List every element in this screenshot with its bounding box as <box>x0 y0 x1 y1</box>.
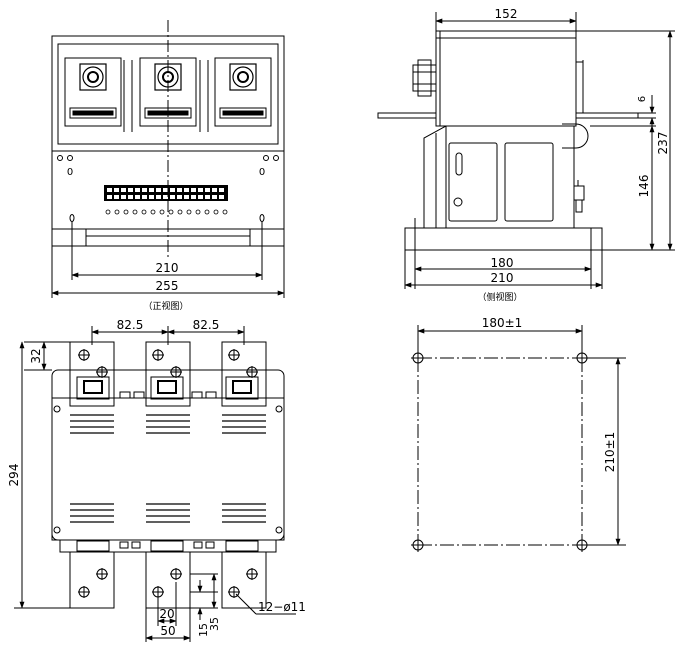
side-dim-152: 152 <box>495 7 518 21</box>
top-dim-15: 15 <box>197 623 210 637</box>
front-hole-mark-right: 0 <box>259 167 265 178</box>
top-dim-32: 32 <box>29 348 43 363</box>
side-view: 152 237 <box>377 7 675 303</box>
top-dim-50: 50 <box>160 624 175 638</box>
mount-hole <box>411 538 425 552</box>
side-upper-body <box>435 30 577 127</box>
mount-hole <box>575 538 589 552</box>
side-view-caption: （侧视图） <box>477 291 522 303</box>
mount-hole <box>575 351 589 365</box>
top-dim-294: 294 <box>7 464 21 487</box>
top-terminal-plate-bottom-2 <box>145 551 191 609</box>
side-panel-left <box>448 142 498 222</box>
top-terminal-plate-bottom-3 <box>221 551 267 609</box>
side-bus-bar-left <box>377 112 437 119</box>
top-view: 82.5 82.5 <box>7 318 306 642</box>
front-hole-mark-left: 0 <box>67 167 73 178</box>
side-dim-210: 210 <box>491 271 514 285</box>
top-dim-20: 20 <box>159 607 174 621</box>
front-pole-1 <box>64 57 122 127</box>
top-vent-slots <box>70 414 266 523</box>
side-dim-146: 146 <box>637 175 651 198</box>
top-terminal-plate-3 <box>221 341 267 407</box>
mount-dim-210: 210±1 <box>603 432 617 473</box>
front-view-caption: （正视图） <box>143 300 188 312</box>
top-terminal-plate-bottom-1 <box>69 551 115 609</box>
side-base <box>404 227 603 251</box>
mount-dim-180: 180±1 <box>482 316 523 330</box>
top-dim-82-5-left: 82.5 <box>117 318 144 332</box>
side-dim-6: 6 <box>637 96 648 102</box>
front-view: 0 0 210 255 （正视图） <box>51 20 285 312</box>
side-panel-right <box>504 142 554 222</box>
side-dim-237: 237 <box>656 132 670 155</box>
front-dim-255: 255 <box>156 279 179 293</box>
top-dim-82-5-right: 82.5 <box>193 318 220 332</box>
front-upper-housing <box>51 35 285 152</box>
side-bus-bar-right <box>575 112 639 119</box>
top-hole-callout: 12−ø11 <box>258 600 306 614</box>
side-lower-body <box>445 125 575 229</box>
top-dim-35: 35 <box>208 617 221 631</box>
side-knob <box>562 123 589 149</box>
front-pole-3 <box>214 57 272 127</box>
mount-hole <box>411 351 425 365</box>
top-terminal-plate-1 <box>69 341 115 407</box>
front-dim-210: 210 <box>156 261 179 275</box>
mount-outline <box>417 357 583 546</box>
top-main-body <box>51 369 285 541</box>
side-cable-gland <box>412 64 437 92</box>
mounting-view: 180±1 210±1 <box>411 316 626 552</box>
top-terminal-plate-2 <box>145 341 191 407</box>
side-dim-180: 180 <box>491 256 514 270</box>
